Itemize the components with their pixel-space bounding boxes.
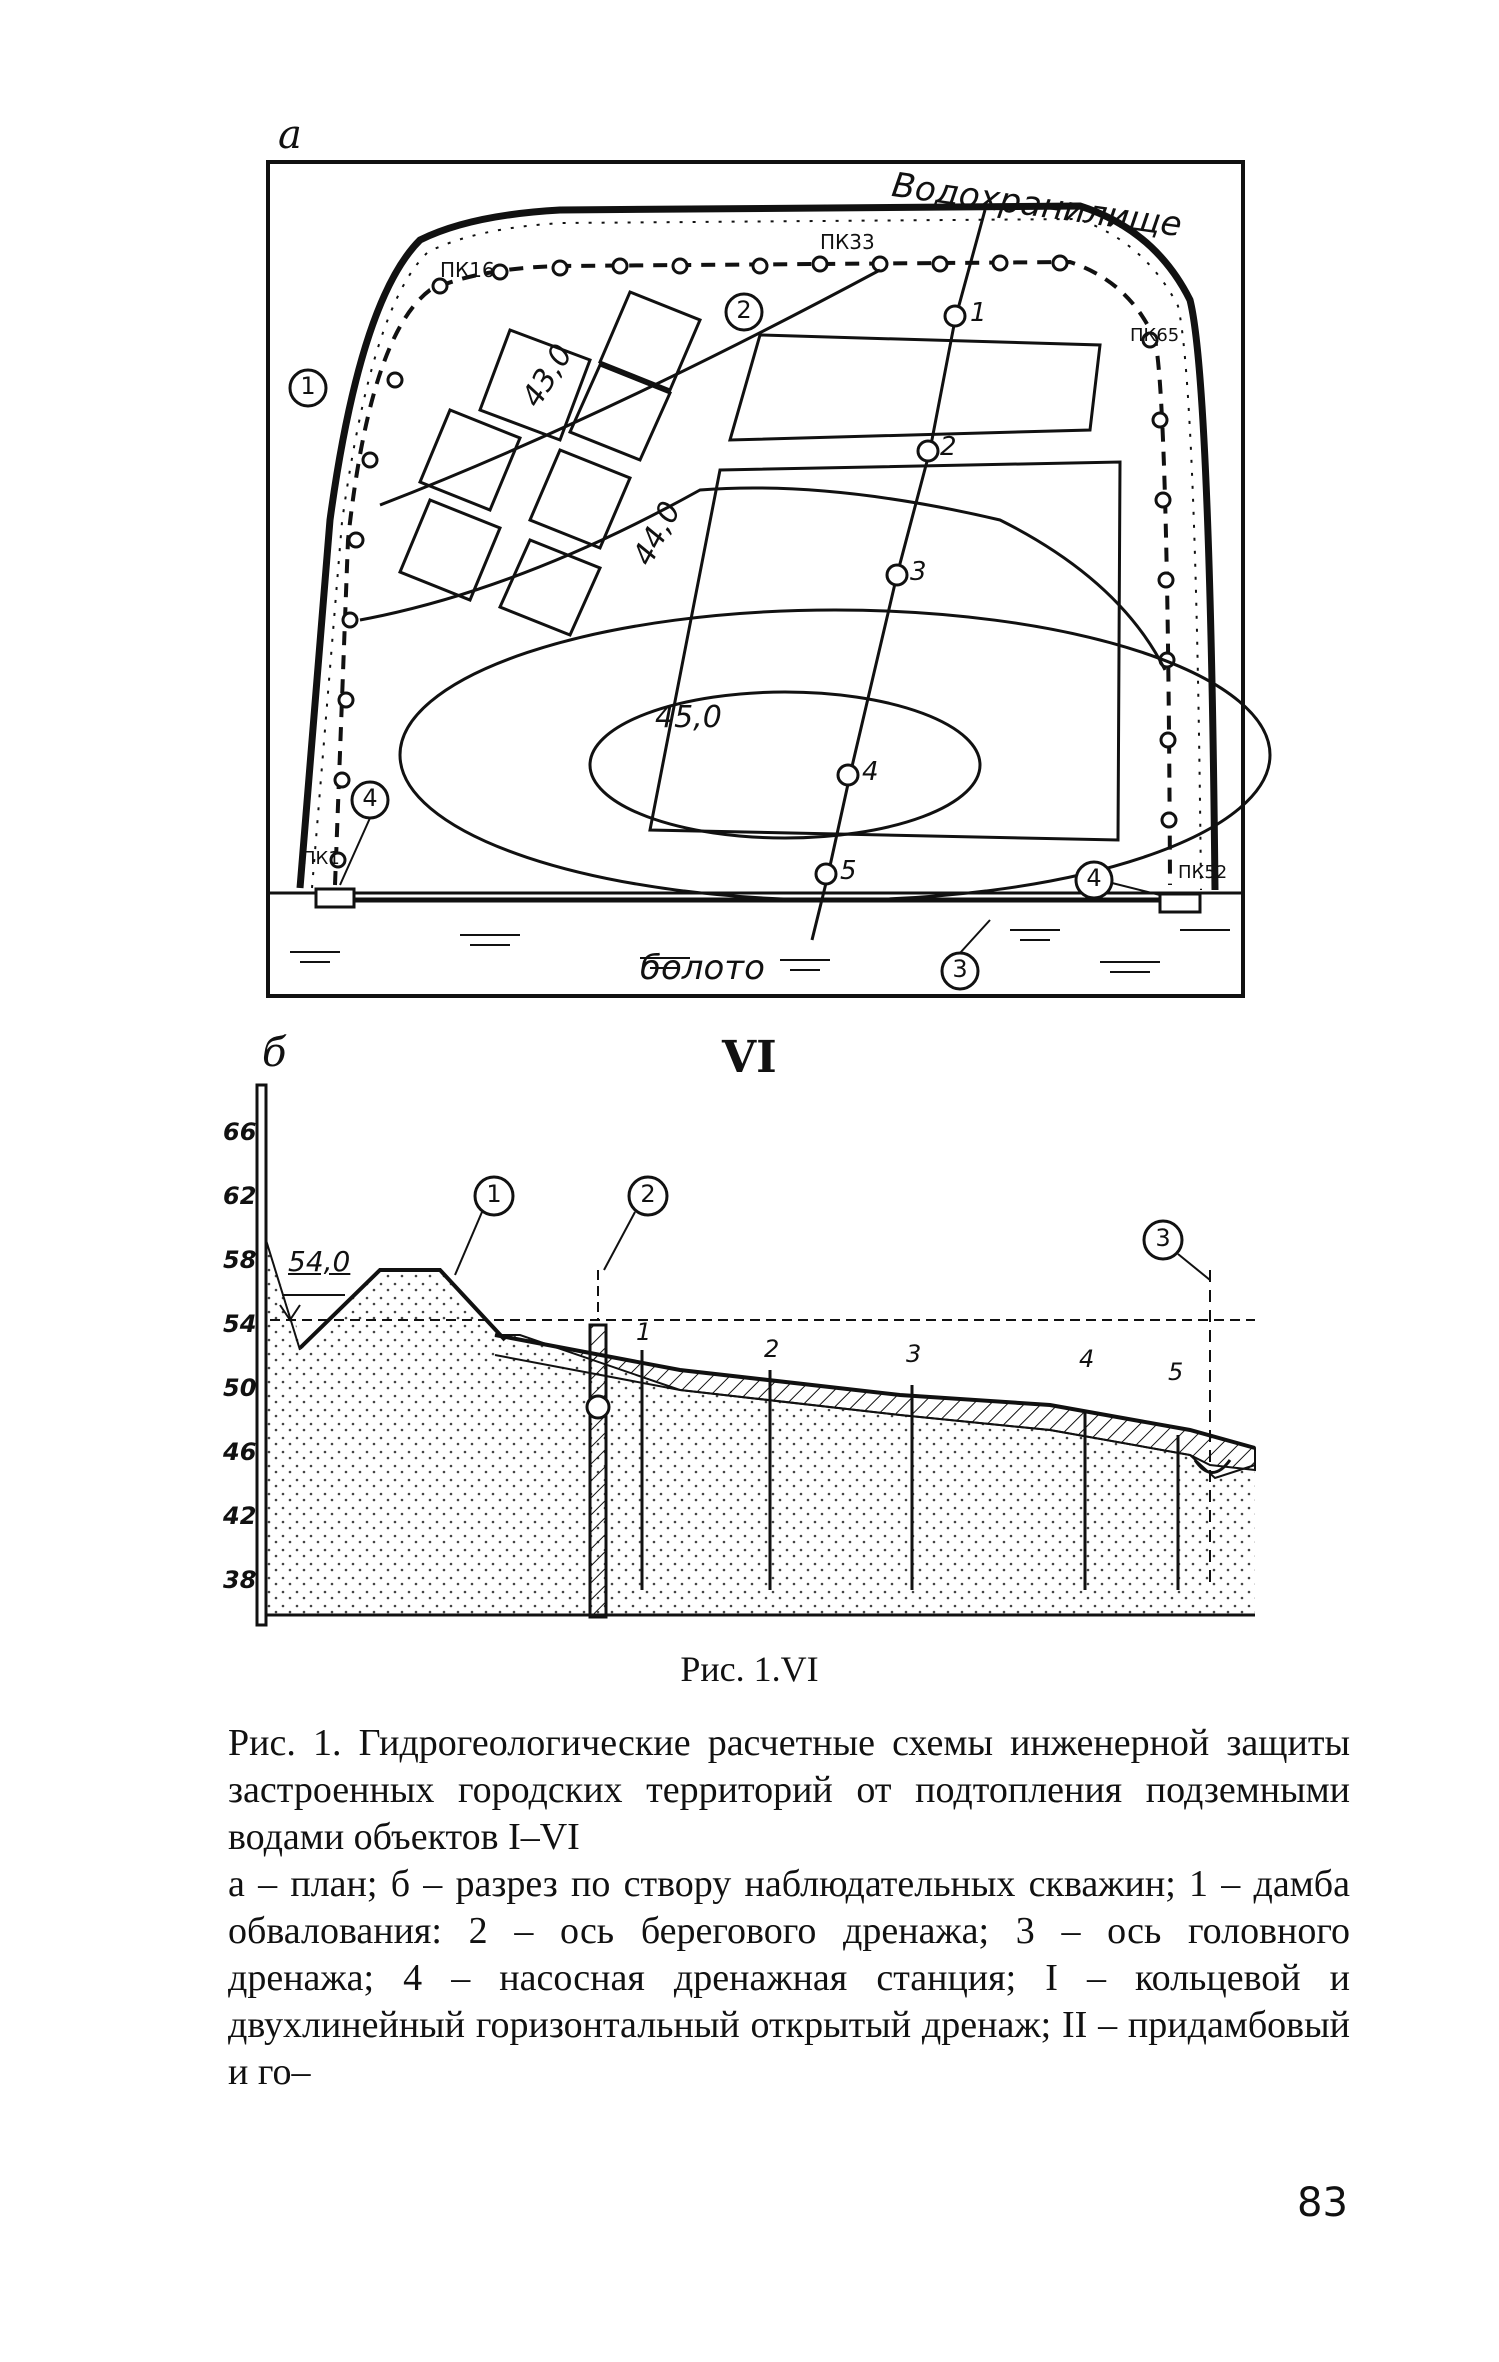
scale-bar	[255, 1083, 268, 1627]
scale-tick: 62	[223, 1182, 257, 1210]
water-level-label: 54,0	[288, 1245, 351, 1278]
pk-label: ПК52	[1178, 862, 1228, 883]
scale-tick: 42	[223, 1502, 257, 1530]
section-callouts	[473, 1175, 1184, 1261]
plan-wells	[814, 304, 967, 886]
pk-label: ПК65	[1130, 325, 1180, 346]
panel-a-label: a	[278, 112, 302, 158]
callout-number: 2	[736, 296, 752, 324]
pk-label: ПК1	[302, 848, 340, 869]
scale-tick: 38	[223, 1566, 257, 1594]
figure-label: Рис. 1.VI	[680, 1649, 819, 1689]
callout-number: 3	[952, 955, 968, 983]
pump-station-right	[1158, 892, 1202, 914]
well-number: 4	[1079, 1345, 1095, 1373]
section-diagram	[255, 1083, 1256, 1627]
plan-callouts	[288, 292, 1114, 991]
ring-drain-line	[333, 259, 1172, 886]
section-wells	[640, 1350, 1180, 1590]
ground-surface	[494, 1333, 1256, 1450]
scale-tick: 66	[223, 1118, 257, 1146]
section-title: VI	[722, 1032, 777, 1083]
figure-caption: Рис. 1. Гидрогеологические расчетные схе…	[228, 1722, 1350, 2093]
well-number: 3	[910, 557, 927, 587]
callout-number: 3	[1155, 1224, 1171, 1252]
pk-label: ПК16	[440, 258, 495, 282]
well-number: 2	[764, 1335, 780, 1363]
scale-tick: 46	[223, 1438, 257, 1466]
well-number: 2	[940, 432, 957, 462]
ring-drain-beads	[329, 254, 1178, 869]
pump-station-left	[314, 887, 356, 909]
well-number: 5	[1168, 1358, 1184, 1386]
well-number: 4	[862, 757, 879, 787]
well-number: 5	[840, 856, 857, 886]
panel-b-label: б	[262, 1030, 287, 1076]
well-number: 3	[906, 1340, 922, 1368]
swamp-hatch	[290, 929, 1230, 973]
dam-profile	[298, 1268, 507, 1350]
dam-outer-line	[296, 202, 1219, 891]
scale-tick: 50	[223, 1374, 257, 1402]
well-number: 1	[970, 298, 987, 328]
drain-column	[588, 1323, 608, 1619]
pk-label: ПК33	[820, 230, 875, 254]
plan-diagram	[266, 160, 1272, 998]
well-number: 1	[636, 1318, 652, 1346]
swamp-label: болото	[640, 948, 765, 988]
scale-tick: 54	[223, 1310, 257, 1338]
dam-hatch-line	[311, 217, 1202, 891]
buildings	[398, 290, 1122, 842]
callout-number: 4	[1086, 864, 1102, 892]
callout-number: 4	[362, 784, 378, 812]
contour-label: 45,0	[655, 700, 722, 735]
callout-number: 1	[300, 372, 316, 400]
contours	[359, 268, 1272, 902]
callout-number: 1	[486, 1180, 502, 1208]
page-number: 83	[1297, 2180, 1348, 2226]
plan-frame	[266, 160, 1245, 998]
callout-number: 2	[640, 1180, 656, 1208]
scale-tick: 58	[223, 1246, 257, 1274]
